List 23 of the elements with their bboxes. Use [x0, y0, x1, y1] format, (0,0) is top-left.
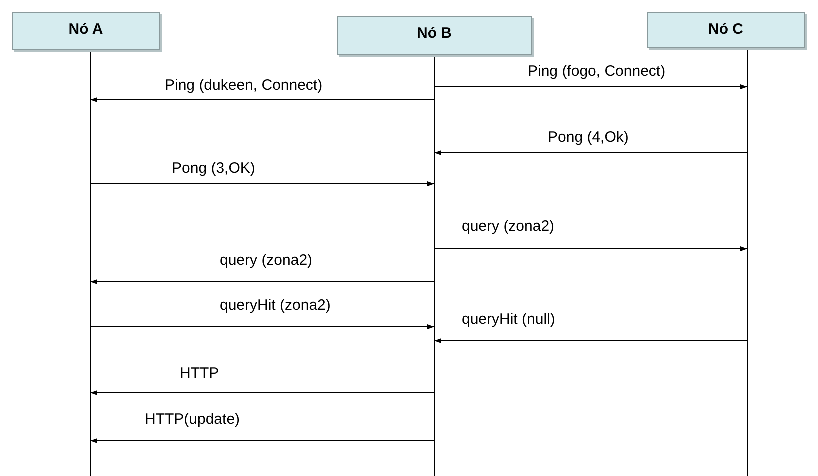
message-label: Ping (dukeen, Connect)	[165, 77, 323, 94]
message-label: queryHit (null)	[462, 311, 556, 328]
message-arrow	[90, 280, 435, 284]
message-arrow	[434, 246, 748, 252]
message-label: queryHit (zona2)	[220, 297, 331, 314]
message-label: query (zona2)	[220, 252, 313, 269]
participant-label: Nó A	[68, 21, 104, 38]
participant-label: Nó B	[416, 25, 453, 42]
message-arrow	[90, 98, 435, 102]
message-arrow	[434, 338, 748, 344]
message-arrow	[90, 324, 435, 330]
message-label: Pong (3,OK)	[172, 160, 256, 177]
message-label: HTTP(update)	[145, 411, 240, 428]
message-label: HTTP	[180, 365, 220, 382]
message-label: Ping (fogo, Connect)	[528, 63, 666, 80]
participant-label: Nó C	[708, 21, 744, 38]
message-arrow	[90, 438, 435, 444]
message-label: query (zona2)	[462, 218, 555, 235]
message-arrow	[90, 390, 435, 396]
message-arrow	[434, 84, 748, 90]
message-label: Pong (4,Ok)	[548, 129, 629, 146]
message-arrow	[90, 182, 435, 186]
message-arrow	[434, 150, 748, 156]
